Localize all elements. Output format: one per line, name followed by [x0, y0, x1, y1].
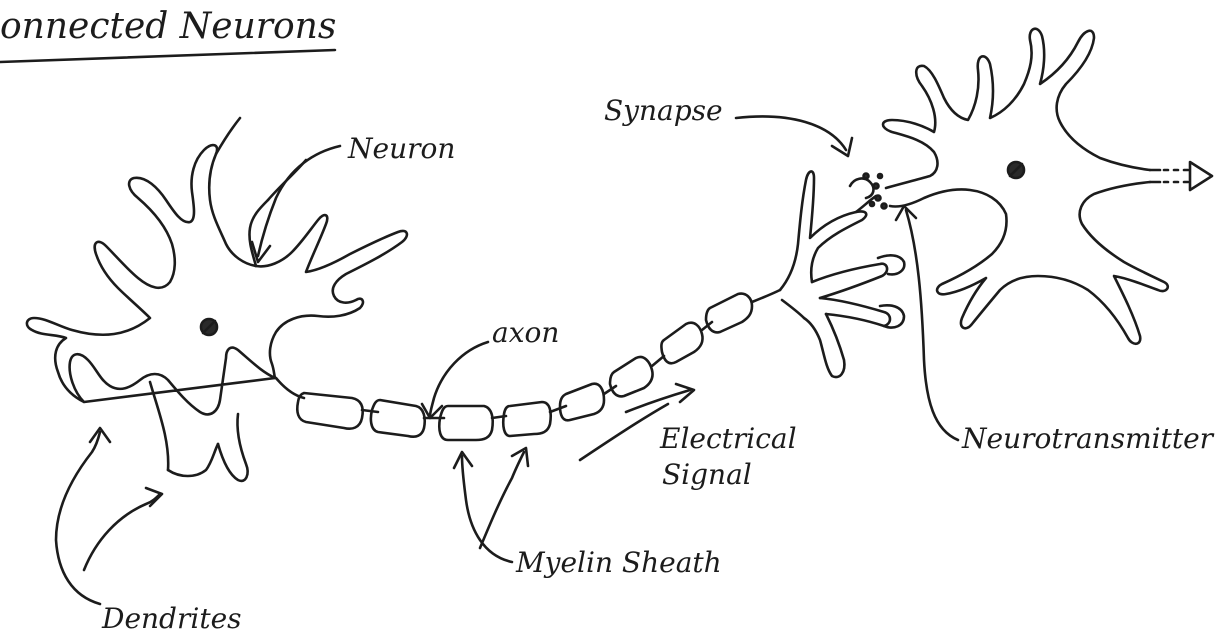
title-underline [0, 50, 335, 62]
vesicle [874, 184, 879, 189]
axon-node [362, 410, 378, 412]
synapse-leader-line [736, 116, 846, 150]
neuron-leader-line [258, 146, 340, 256]
neurotransmitter-leader-line [906, 210, 958, 440]
terminal-branch-down-2 [782, 300, 804, 318]
dendrites-leader-line-2 [84, 494, 160, 570]
dendrites-label: Dendrites [101, 602, 242, 635]
myelin-segment [661, 323, 702, 364]
myelin-leader-line-2 [480, 452, 524, 548]
dendrites-leader-line-1 [56, 432, 100, 604]
dendrite-branch-2 [168, 444, 218, 476]
myelin-segment [706, 294, 752, 333]
neuron-label: Neuron [347, 132, 455, 165]
vesicle [876, 196, 881, 201]
axon-end [752, 290, 780, 302]
right-neuron-body [883, 29, 1168, 344]
terminal-branch-down [804, 314, 844, 377]
synapse-label: Synapse [604, 94, 723, 127]
left-neuron [27, 118, 407, 481]
left-neuron-body [27, 145, 407, 414]
neurotransmitter-label: Neurotransmitter [961, 422, 1215, 455]
dendrite-branch-6 [216, 118, 240, 154]
terminal-branch-mid [812, 264, 887, 298]
myelin-segment [560, 384, 604, 421]
label-neuron: Neuron [252, 132, 455, 262]
myelin-segment [297, 393, 362, 429]
terminal-bulb [880, 305, 904, 327]
right-neuron [883, 29, 1212, 344]
label-neurotransmitter: Neurotransmitter [896, 206, 1215, 455]
vesicle [864, 174, 869, 179]
axon-terminals [780, 171, 904, 377]
electrical-label-line1: Electrical [659, 422, 797, 455]
myelin-segment [610, 357, 653, 396]
label-electrical-signal: Electrical Signal [580, 384, 797, 491]
axon-label: axon [492, 316, 559, 349]
synaptic-knob [850, 179, 873, 198]
title-group: onnected Neurons [0, 6, 336, 62]
myelin-segment [371, 400, 425, 437]
myelin-sheath-label: Myelin Sheath [515, 546, 722, 579]
label-synapse: Synapse [604, 94, 852, 156]
axon-node [652, 356, 664, 366]
vesicle [878, 174, 882, 178]
right-axon-arrowhead [1190, 162, 1212, 190]
myelin-arrowhead-2 [512, 448, 528, 466]
myelin-segment [439, 406, 492, 440]
dendrite-branch-3 [218, 414, 248, 481]
vesicle [870, 202, 874, 206]
label-dendrites: Dendrites [56, 428, 242, 635]
myelin-segment [503, 402, 550, 436]
myelin-leader-line-1 [462, 456, 512, 562]
axon-node [550, 406, 566, 412]
terminal-branch-upper [780, 171, 866, 290]
diagram-title: onnected Neurons [0, 6, 336, 47]
vesicle [882, 204, 887, 209]
dendrite-branch-1 [150, 382, 168, 470]
electrical-label-line2: Signal [662, 458, 752, 491]
signal-arrow-1 [580, 404, 668, 460]
synapse-arrowhead [832, 138, 852, 156]
